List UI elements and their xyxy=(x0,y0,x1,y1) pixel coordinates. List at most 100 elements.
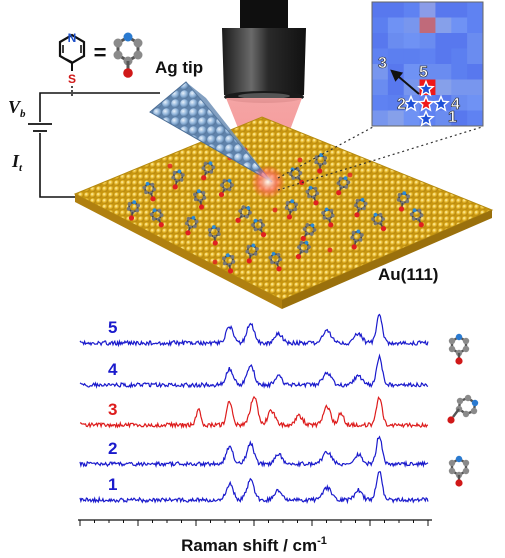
nitrogen-label: N xyxy=(68,31,77,45)
map-pixel xyxy=(435,64,452,80)
map-pixel xyxy=(435,110,452,127)
gold-substrate xyxy=(73,116,494,309)
molecule xyxy=(396,191,410,212)
silver-tip xyxy=(149,81,273,183)
map-pixel xyxy=(387,2,405,18)
map-pixel xyxy=(451,2,468,18)
marker-label-1: 1 xyxy=(448,109,457,126)
map-pixel xyxy=(467,33,484,49)
marker-label-5: 5 xyxy=(419,64,428,81)
ag-tip-label: Ag tip xyxy=(155,58,203,77)
marker-star-icon xyxy=(402,94,420,112)
adsorbed-molecules xyxy=(126,147,424,274)
map-pixel xyxy=(451,48,468,65)
map-pixel xyxy=(467,17,484,34)
map-pixel xyxy=(435,48,452,65)
map-pixel xyxy=(403,64,421,80)
molecule xyxy=(305,185,320,206)
map-pixel xyxy=(467,64,484,80)
molecule xyxy=(300,223,317,242)
map-pixel xyxy=(467,79,484,96)
map-pixel xyxy=(419,17,436,34)
pyridine-ring xyxy=(58,33,86,65)
spectrum-trace-3 xyxy=(79,395,429,430)
map-pixel xyxy=(467,48,484,65)
plasmon-hotspot xyxy=(251,165,285,199)
map-pixel xyxy=(387,33,405,49)
tilted-molecule-icon xyxy=(447,394,479,424)
map-pixel xyxy=(387,64,405,80)
map-pixel xyxy=(372,64,389,80)
molecule xyxy=(350,229,364,250)
marker-label-4: 4 xyxy=(451,96,460,113)
marker-label-2: 2 xyxy=(397,96,406,113)
spectrum-label-5: 5 xyxy=(108,318,117,337)
map-pixel xyxy=(403,110,421,127)
spectrum-trace-5 xyxy=(79,313,429,348)
map-pixel xyxy=(467,110,484,127)
map-pixel xyxy=(451,110,468,127)
map-pixel xyxy=(372,95,389,111)
molecule xyxy=(201,161,216,181)
spectrum-trace-2 xyxy=(79,435,429,469)
svg-text:It: It xyxy=(11,151,23,174)
map-pixel xyxy=(372,2,389,18)
map-pixel xyxy=(419,2,436,18)
tunnel-current-label: It xyxy=(11,151,23,174)
adatom xyxy=(297,157,303,163)
objective-lens xyxy=(222,0,306,103)
spectrum-label-1: 1 xyxy=(108,475,117,494)
molecule xyxy=(171,169,185,190)
zoom-line-lower xyxy=(277,126,483,191)
map-pixel xyxy=(403,33,421,49)
map-pixel xyxy=(372,48,389,65)
molecule xyxy=(207,225,221,246)
molecule xyxy=(251,218,267,238)
molecule xyxy=(222,253,236,274)
molecule xyxy=(184,215,199,236)
molecule xyxy=(284,199,298,220)
map-pixel xyxy=(451,17,468,34)
map-pixel xyxy=(467,95,484,111)
map-pixel xyxy=(372,17,389,34)
upright-molecule-icon xyxy=(448,455,470,487)
map-pixel xyxy=(403,17,421,34)
map-pixel xyxy=(387,79,405,96)
scan-arrow xyxy=(390,69,420,95)
adatom xyxy=(167,163,173,169)
ball-model-icon xyxy=(113,32,143,78)
molecule xyxy=(371,212,387,232)
map-pixel xyxy=(451,33,468,49)
spectrum-trace-4 xyxy=(79,353,429,389)
marker-star-icon xyxy=(417,94,435,112)
upright-molecule-icon xyxy=(448,333,470,365)
sulfur-label: S xyxy=(68,72,76,86)
molecule xyxy=(142,181,157,202)
map-pixel xyxy=(372,79,389,96)
molecule xyxy=(353,197,368,218)
surface-label: Au(111) xyxy=(378,265,438,284)
map-pixel xyxy=(372,110,389,127)
molecule xyxy=(409,208,424,228)
adatom xyxy=(327,247,333,253)
molecule xyxy=(126,200,140,221)
x-axis-title: Raman shift / cm-1 xyxy=(181,535,327,555)
molecule xyxy=(218,178,234,198)
map-pixel xyxy=(403,2,421,18)
bias-voltage-label: Vb xyxy=(8,97,26,120)
spectrum-label-2: 2 xyxy=(108,439,117,458)
svg-text:Vb: Vb xyxy=(8,97,26,120)
map-pixel xyxy=(419,48,436,65)
molecule-legend: N S = xyxy=(58,31,143,96)
marker-star-icon xyxy=(417,109,435,127)
spectrum-label-4: 4 xyxy=(108,360,118,379)
map-pixel xyxy=(435,33,452,49)
spectrum-label-3: 3 xyxy=(108,400,117,419)
circuit xyxy=(28,92,160,198)
map-pixel xyxy=(435,79,452,96)
spectrum-trace-1 xyxy=(79,471,429,505)
molecule xyxy=(321,207,335,228)
map-pixel xyxy=(387,17,405,34)
